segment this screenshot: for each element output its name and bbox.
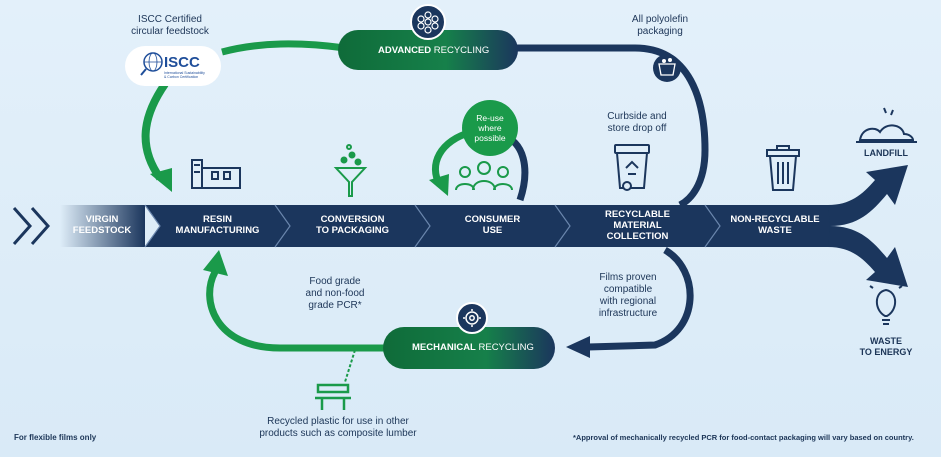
reuse-badge [462,100,518,156]
factory-icon [191,159,241,189]
bench-connector [344,349,356,383]
molecule-icon-bg [410,4,446,40]
advanced-right-line [500,44,709,209]
advanced-left-line [221,40,346,56]
advanced-recycling-pill [338,30,518,70]
gear-icon [463,309,481,327]
people-icon [455,161,513,191]
trash-can-icon [766,145,800,191]
main-flow-bar [60,165,908,287]
footer-left-note: For flexible films only [14,433,97,442]
funnel-icon [333,144,368,197]
chevrons-icon [12,207,51,245]
molecule-icon [417,11,439,34]
iscc-arrowhead [150,168,172,192]
iscc-logo-subtext: International Sustainability& Carbon Cer… [164,71,205,79]
bench-icon [315,383,351,410]
fork-down-arm [828,226,908,287]
mechanical-right-line [587,246,694,351]
mechanical-recycling-pill [383,327,555,369]
landfill-icon [856,107,917,143]
recycle-bin-icon [614,144,650,191]
polyolefin-basket-icon [653,54,681,82]
footer-right-note: *Approval of mechanically recycled PCR f… [573,433,914,442]
fork-up-arm [828,165,908,226]
lightbulb-icon [869,279,903,325]
iscc-badge [125,46,221,86]
advanced-recycling-label: ADVANCED RECYCLING [378,45,490,56]
mechanical-arrowhead [203,250,228,276]
mechanical-recycling-label: MECHANICAL RECYCLING [412,342,534,353]
landfill-label: LANDFILL [864,148,908,158]
mechanical-left-line [206,270,385,352]
iscc-loop-arrow [141,81,169,181]
iscc-logo-text: ISCC [164,54,200,71]
